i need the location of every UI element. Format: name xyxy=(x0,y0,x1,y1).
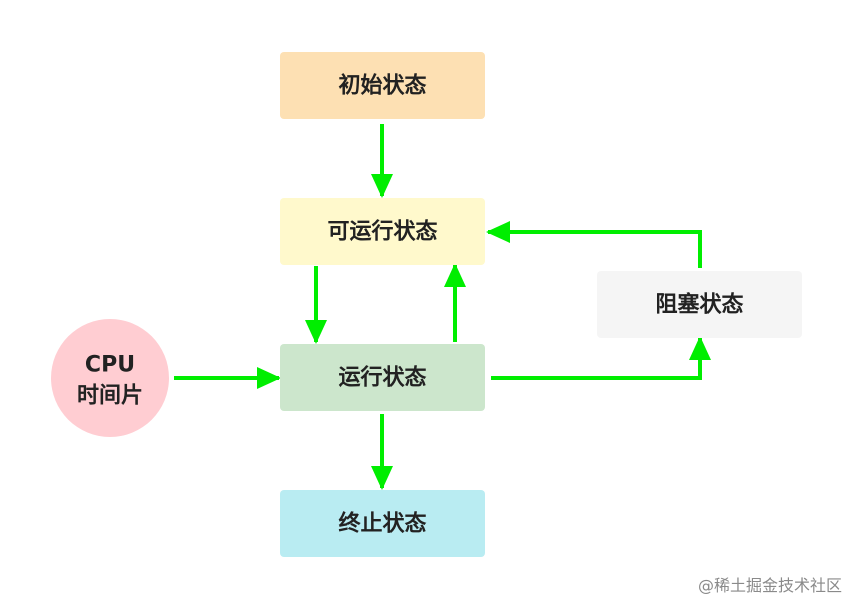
node-runnable: 可运行状态 xyxy=(280,198,485,265)
node-initial-label: 初始状态 xyxy=(338,73,426,99)
node-cpu-slice-line1: CPU xyxy=(85,353,135,378)
node-cpu-slice: CPU 时间片 xyxy=(51,319,169,437)
node-running-box xyxy=(280,344,485,411)
node-blocked: 阻塞状态 xyxy=(597,271,802,338)
node-blocked-label: 阻塞状态 xyxy=(655,292,743,318)
node-runnable-label: 可运行状态 xyxy=(327,219,437,245)
node-runnable-box xyxy=(280,198,485,265)
edge-running-to-blocked xyxy=(491,336,711,380)
node-terminated-label: 终止状态 xyxy=(338,511,426,537)
node-cpu-slice-line2: 时间片 xyxy=(77,384,143,409)
node-initial-box xyxy=(280,52,485,119)
node-running-label: 运行状态 xyxy=(338,365,426,391)
node-cpu-slice-circle xyxy=(51,319,169,437)
node-initial: 初始状态 xyxy=(280,52,485,119)
node-blocked-box xyxy=(597,271,802,338)
watermark: @稀土掘金技术社区 xyxy=(697,576,842,595)
node-terminated: 终止状态 xyxy=(280,490,485,557)
edge-blocked-to-runnable xyxy=(486,221,702,268)
node-running: 运行状态 xyxy=(280,344,485,411)
node-terminated-box xyxy=(280,490,485,557)
edges xyxy=(174,124,711,490)
